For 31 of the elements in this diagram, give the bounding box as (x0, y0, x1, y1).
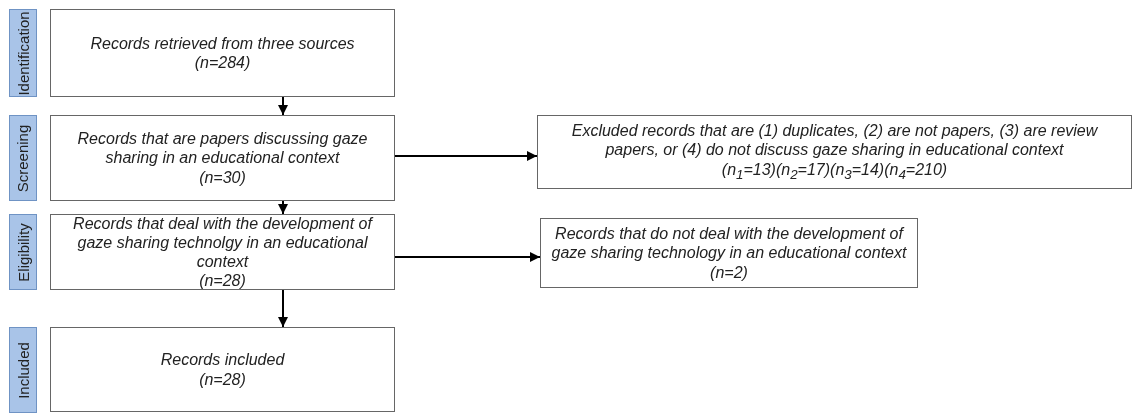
stage-label: Identification (14, 10, 32, 96)
process-box (50, 115, 395, 201)
box-text: (n=30) (199, 167, 246, 187)
box-text: Records that are papers discussing gaze sharing in an educational context (76, 129, 369, 168)
arrow (394, 252, 541, 262)
stage-band (9, 115, 37, 201)
process-box (50, 214, 395, 290)
process-box (50, 9, 395, 97)
arrow (394, 151, 538, 161)
box-text: (n=28) (199, 369, 246, 389)
process-box (50, 327, 395, 412)
box-text: (n=284) (194, 53, 251, 73)
box-text: (n=28) (199, 271, 246, 291)
box-text: (n$_{1}$=13)(n$_{2}$=17)(n$_{3}$=14)(n$_{4}$=210) (721, 159, 948, 183)
arrow (278, 96, 288, 116)
arrow (278, 289, 288, 328)
process-box (537, 115, 1132, 189)
box-text: Records retrieved from three sources (90, 33, 355, 53)
box-text: Records included (160, 350, 285, 370)
process-box (540, 218, 918, 288)
stage-band (9, 9, 37, 97)
stage-label: Screening (14, 124, 32, 192)
stage-label: Eligibility (14, 222, 32, 282)
box-text: Records that deal with the development of gaze sharing technolgy in an educational context (72, 213, 375, 272)
stage-band (9, 214, 37, 290)
stage-band (9, 327, 37, 413)
arrow (278, 200, 288, 215)
box-text: Excluded records that are (1) duplicates, (2) are not papers, (3) are review papers, or (4) do not discuss gaze sharing in educational context (570, 121, 1099, 160)
stage-label: Included (14, 341, 32, 399)
box-text: (n=2) (710, 262, 748, 282)
box-text: Records that do not deal with the development of gaze sharing technology in an educational context (550, 224, 908, 263)
